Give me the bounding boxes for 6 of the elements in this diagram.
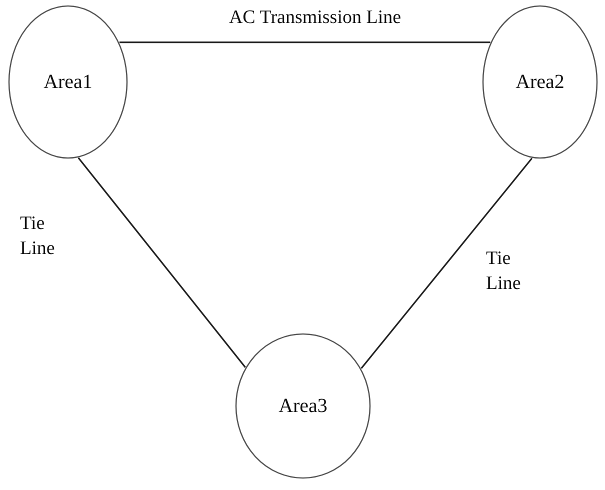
connector-line <box>78 157 246 368</box>
connector-line <box>119 42 490 44</box>
area-label: Area3 <box>278 394 328 418</box>
area-label: Area1 <box>44 70 92 94</box>
connector-line <box>360 158 533 369</box>
area-label: Area2 <box>516 70 564 94</box>
